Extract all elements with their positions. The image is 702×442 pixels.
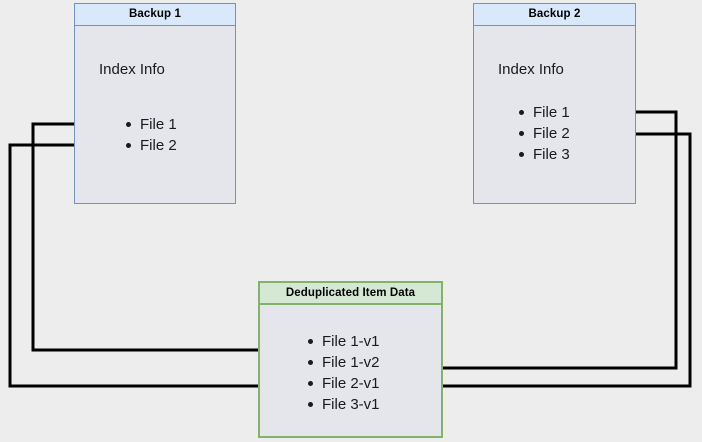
list-item: File 1-v2 [305, 352, 380, 373]
backup-1-file-list: File 1 File 2 [123, 114, 177, 156]
deduplicated-item-list: File 1-v1 File 1-v2 File 2-v1 File 3-v1 [305, 331, 380, 415]
list-item: File 2 [123, 135, 177, 156]
backup-2-box: Backup 2 Index Info File 1 File 2 File 3 [473, 3, 636, 204]
list-item: File 3-v1 [305, 394, 380, 415]
deduplicated-item-data-box: Deduplicated Item Data File 1-v1 File 1-… [258, 281, 443, 438]
backup-2-body: Index Info File 1 File 2 File 3 [474, 26, 635, 203]
list-item: File 2-v1 [305, 373, 380, 394]
list-item: File 2 [516, 123, 570, 144]
list-item: File 1 [123, 114, 177, 135]
list-item: File 1-v1 [305, 331, 380, 352]
list-item: File 3 [516, 144, 570, 165]
list-item: File 1 [516, 102, 570, 123]
backup-1-body: Index Info File 1 File 2 [75, 26, 235, 203]
deduplicated-item-data-body: File 1-v1 File 1-v2 File 2-v1 File 3-v1 [260, 305, 441, 436]
backup-1-box: Backup 1 Index Info File 1 File 2 [74, 3, 236, 204]
backup-2-index-info-label: Index Info [498, 61, 564, 78]
backup-2-title: Backup 2 [474, 4, 635, 26]
backup-1-title: Backup 1 [75, 4, 235, 26]
backup-2-file-list: File 1 File 2 File 3 [516, 102, 570, 165]
backup-1-index-info-label: Index Info [99, 61, 165, 78]
deduplicated-item-data-title: Deduplicated Item Data [260, 283, 441, 305]
